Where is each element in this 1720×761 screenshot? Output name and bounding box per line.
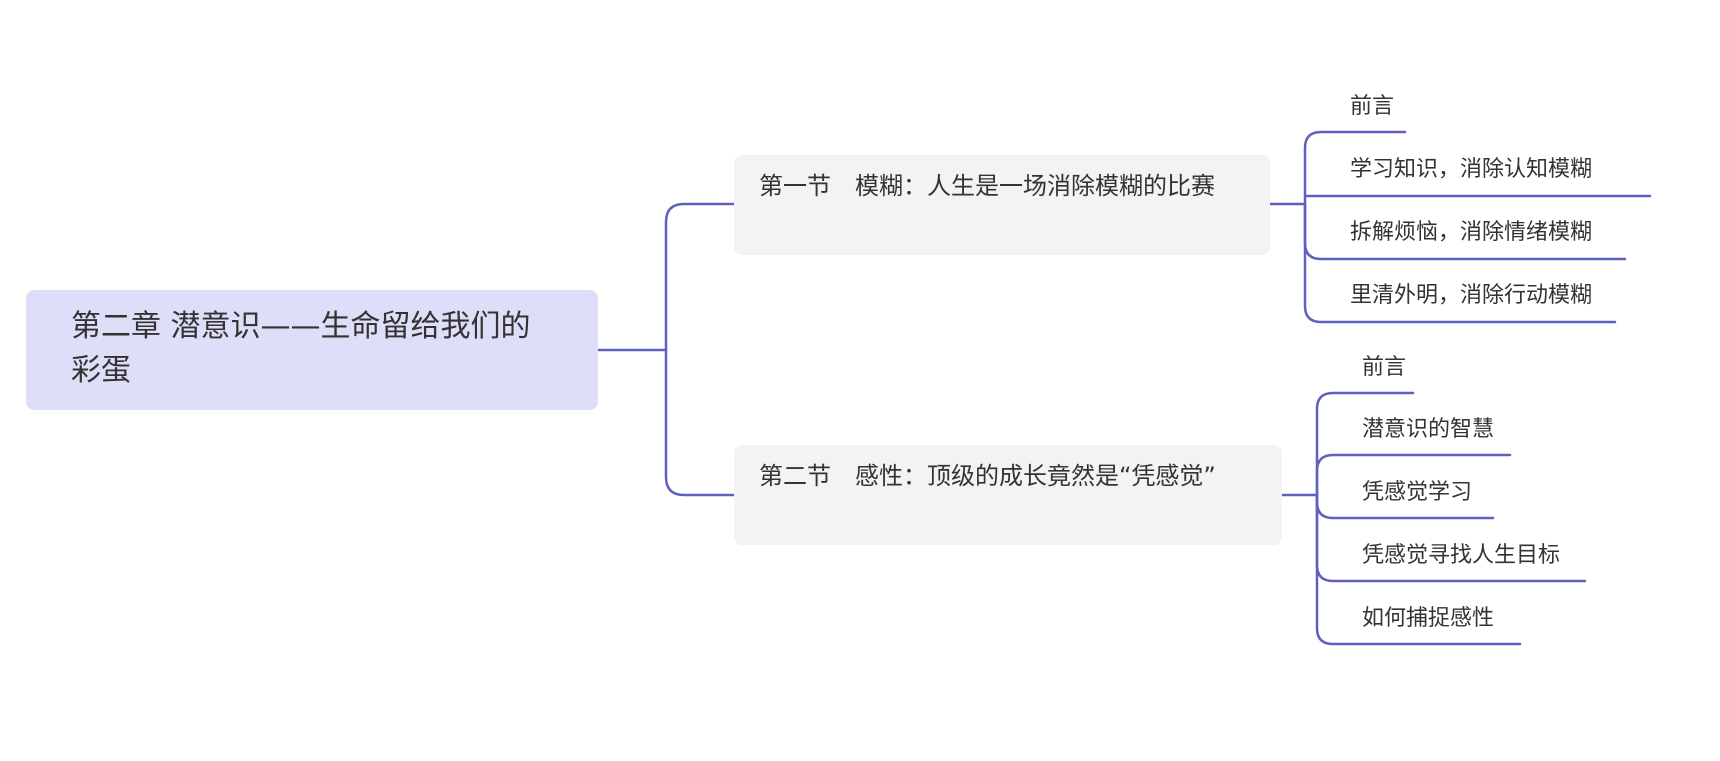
connector-s2-leaf-1	[1315, 391, 1415, 497]
connector-root-to-section-2	[664, 348, 736, 497]
connector-s1-leaf-4	[1303, 202, 1617, 324]
connector-s2-leaf-2	[1315, 453, 1512, 497]
section-topic-2[interactable]: 第二节 感性：顶级的成长竟然是“凭感觉”	[734, 445, 1282, 545]
connector-s2-leaf-5	[1315, 493, 1522, 646]
connector-s1-leaf-1	[1303, 130, 1407, 206]
root-topic-label: 第二章 潜意识——生命留给我们的彩蛋	[71, 309, 531, 388]
leaf-topic-s1-4[interactable]: 里清外明，消除行动模糊	[1350, 283, 1593, 308]
section-topic-1[interactable]: 第一节 模糊：人生是一场消除模糊的比赛	[734, 155, 1270, 255]
connector-root-to-section-1	[664, 202, 736, 352]
leaf-topic-s1-1[interactable]: 前言	[1350, 94, 1395, 119]
root-topic[interactable]: 第二章 潜意识——生命留给我们的彩蛋	[26, 290, 598, 410]
leaf-topic-s2-3[interactable]: 凭感觉学习	[1362, 480, 1473, 505]
section-topic-label: 第二节 感性：顶级的成长竟然是“凭感觉”	[759, 462, 1216, 490]
section-topic-label: 第一节 模糊：人生是一场消除模糊的比赛	[759, 172, 1215, 200]
leaf-topic-s2-5[interactable]: 如何捕捉感性	[1362, 606, 1495, 631]
leaf-topic-s2-1[interactable]: 前言	[1362, 355, 1407, 380]
leaf-topic-s1-2[interactable]: 学习知识，消除认知模糊	[1350, 157, 1593, 182]
leaf-topic-s2-4[interactable]: 凭感觉寻找人生目标	[1362, 543, 1561, 568]
leaf-topic-s1-3[interactable]: 拆解烦恼，消除情绪模糊	[1350, 220, 1593, 245]
leaf-topic-s2-2[interactable]: 潜意识的智慧	[1362, 417, 1495, 442]
